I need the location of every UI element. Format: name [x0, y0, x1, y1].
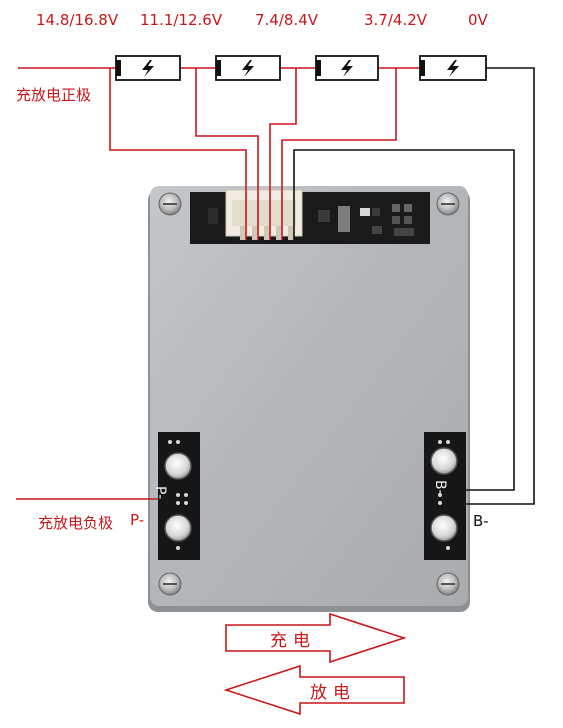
board-metal-plate [150, 186, 468, 606]
b-minus-label: B- [473, 512, 489, 530]
balance-connector [225, 189, 303, 240]
b-terminal-pad-lower [430, 514, 458, 542]
left-pcb-dots [168, 440, 188, 550]
lightning-icon [142, 60, 154, 77]
battery-cell-1 [115, 55, 181, 81]
lightning-icon [242, 60, 254, 77]
negative-terminal-label: 充放电负极 [38, 514, 114, 532]
bms-board: P- B- [148, 186, 470, 612]
pcb-components [208, 204, 414, 236]
positive-terminal-label: 充放电正极 [16, 86, 92, 104]
p-minus-label: P- [130, 511, 145, 529]
board-b-minus-silkscreen: B- [432, 480, 448, 495]
voltage-label-1: 14.8/16.8V [36, 11, 119, 29]
right-pcb-dots [438, 440, 450, 550]
b-terminal-pad-upper [430, 447, 458, 475]
discharge-arrow-label: 放电 [310, 683, 356, 703]
lightning-icon [341, 60, 353, 77]
voltage-label-3: 7.4/8.4V [255, 11, 319, 29]
lightning-icon [447, 60, 459, 77]
voltage-label-4: 3.7/4.2V [364, 11, 428, 29]
board-p-minus-silkscreen: P- [152, 486, 168, 499]
voltage-label-2: 11.1/12.6V [140, 11, 223, 29]
corner-screws [158, 192, 460, 596]
battery-cell-3 [315, 55, 379, 81]
black-wires [293, 67, 535, 505]
charge-arrow [225, 612, 407, 664]
charge-arrow-label: 充电 [270, 631, 316, 651]
voltage-label-5: 0V [468, 11, 488, 29]
p-terminal-pad-upper [164, 452, 192, 480]
discharge-arrow [223, 664, 405, 716]
battery-cell-4 [419, 55, 487, 81]
red-wires [16, 67, 420, 500]
p-terminal-pad-lower [164, 514, 192, 542]
battery-cell-2 [215, 55, 281, 81]
